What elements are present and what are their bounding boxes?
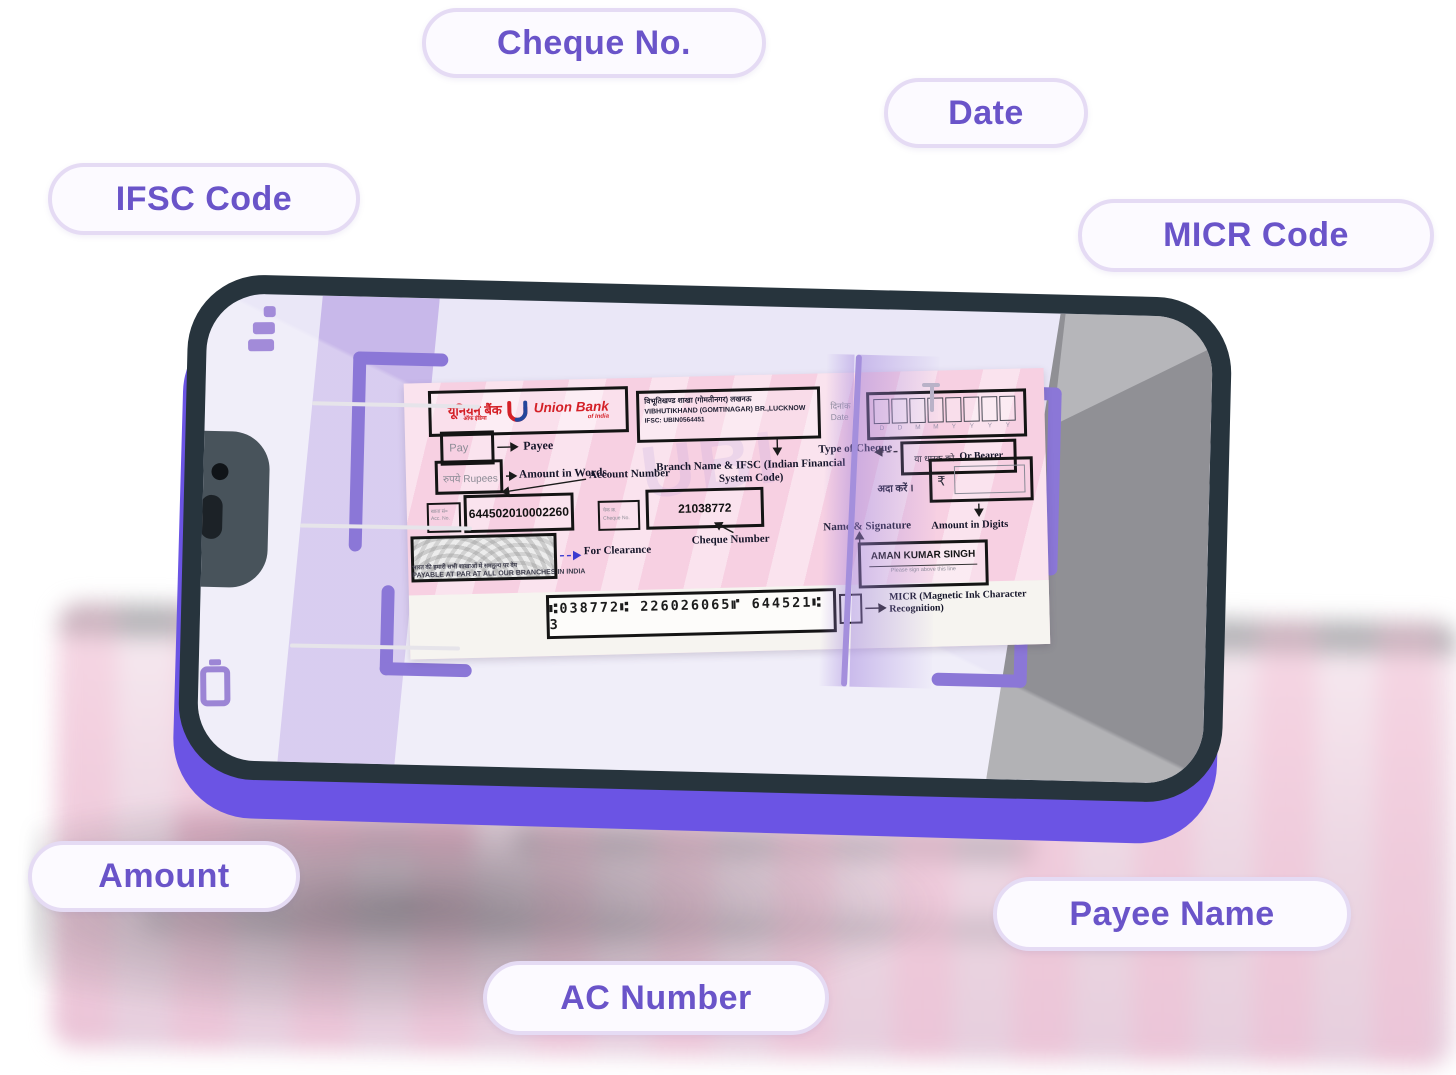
battery-icon — [200, 659, 245, 711]
pill-ifsc-code: IFSC Code — [48, 163, 360, 235]
cheque-number-value: 21038772 — [677, 500, 732, 516]
payee-annotation: Payee — [523, 437, 554, 453]
pay-text: Pay — [449, 442, 469, 455]
viewfinder-corner-br-icon — [931, 672, 1027, 688]
bank-name-english: Union Bank of India — [534, 399, 609, 421]
branch-ifsc-code: IFSC: UBIN0564451 — [644, 416, 705, 425]
amount-inner-box — [953, 464, 1026, 495]
rupees-text: रुपये Rupees — [442, 473, 498, 486]
cheque-number-annotation: Cheque Number — [691, 532, 770, 547]
bank-logo-box: यूनियन बैंक ऑफ इंडिया Union Bank of Indi… — [427, 386, 629, 437]
pill-date-label: Date — [948, 93, 1024, 132]
cheque-image: UBI यूनियन बैंक ऑफ इंडिया Union Bank of … — [403, 367, 1051, 660]
amount-in-digits-annotation: Amount in Digits — [931, 518, 1009, 532]
viewfinder-corner-tl-icon — [353, 351, 449, 367]
connector-line-date — [930, 385, 934, 412]
pill-ifsc-code-label: IFSC Code — [115, 179, 293, 218]
scan-beam-gradient — [849, 354, 940, 689]
for-clearance-annotation: For Clearance — [583, 543, 652, 558]
phone-screen: UBI यूनियन बैंक ऑफ इंडिया Union Bank of … — [196, 292, 1214, 785]
pill-amount: Amount — [28, 841, 300, 912]
viewfinder-corner-bl-icon — [379, 662, 472, 678]
pill-ac-number-label: AC Number — [560, 978, 752, 1017]
micr-line-value: ⑆038772⑆ 226026065⑈ 644521⑆ 3 — [549, 594, 823, 634]
account-number-value: 644502010002260 — [468, 504, 570, 522]
pill-cheque-no-label: Cheque No. — [497, 23, 691, 62]
camera-dot-icon — [211, 462, 229, 481]
signal-icon — [247, 304, 282, 358]
branch-box: विभूतिखण्ड शाखा (गोमतीनगर) लखनऊ VIBHUTIK… — [635, 386, 822, 443]
rupees-box: रुपये Rupees — [434, 459, 504, 495]
branch-ifsc-annotation: Branch Name & IFSC (Indian Financial Sys… — [656, 456, 846, 485]
cheque-number-label-box: चेक क्र.Cheque No. — [597, 499, 641, 531]
cheque-number-label-text: चेक क्र.Cheque No. — [602, 507, 630, 522]
phone-frame: UBI यूनियन बैंक ऑफ इंडिया Union Bank of … — [176, 273, 1234, 804]
pill-micr-code: MICR Code — [1078, 199, 1434, 272]
pill-payee-name: Payee Name — [993, 877, 1351, 951]
amount-box: ₹ — [928, 456, 1034, 503]
pill-ac-number: AC Number — [483, 961, 829, 1035]
rupee-sign: ₹ — [937, 473, 946, 489]
cheque-number-box: 21038772 — [645, 486, 765, 530]
account-number-box: 644502010002260 — [463, 492, 575, 534]
pill-date: Date — [884, 78, 1088, 148]
union-bank-logo-icon — [507, 400, 528, 422]
account-number-annotation: Account Number — [588, 467, 671, 482]
pill-payee-name-label: Payee Name — [1069, 894, 1275, 933]
pill-amount-label: Amount — [98, 857, 230, 895]
micr-line-box: ⑆038772⑆ 226026065⑈ 644521⑆ 3 — [545, 588, 837, 640]
pill-micr-code-label: MICR Code — [1163, 216, 1349, 254]
pill-cheque-no: Cheque No. — [422, 8, 766, 78]
speaker-slot-icon — [199, 494, 223, 540]
camera-notch — [196, 430, 271, 589]
